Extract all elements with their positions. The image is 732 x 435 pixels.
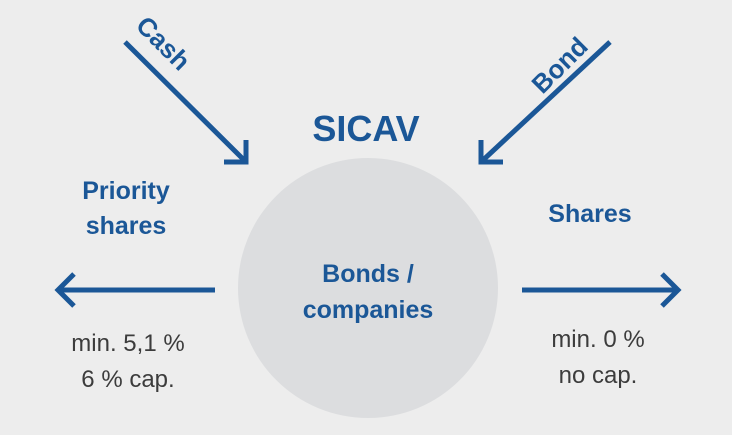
right-note-line-1: min. 0 %: [551, 326, 645, 353]
left-note-line-1: min. 5,1 %: [71, 330, 185, 357]
cash-arrow: [123, 40, 249, 165]
sicav-title: SICAV: [312, 108, 420, 149]
shares-label: Shares: [548, 200, 632, 228]
left-arrow: [54, 272, 215, 308]
center-circle: [238, 158, 498, 418]
right-note-line-2: no cap.: [558, 362, 638, 389]
bond-arrow: [478, 40, 612, 165]
center-label: Bonds / companies: [268, 256, 468, 328]
right-note: min. 0 % no cap.: [518, 322, 678, 394]
center-line-2: companies: [302, 296, 434, 324]
right-arrow: [522, 272, 682, 308]
priority-line-1: Priority: [82, 177, 170, 205]
priority-line-2: shares: [85, 212, 167, 240]
priority-shares-label: Priority shares: [46, 174, 206, 244]
left-note: min. 5,1 % 6 % cap.: [48, 326, 208, 398]
left-note-line-2: 6 % cap.: [81, 366, 175, 393]
center-line-1: Bonds /: [322, 260, 414, 288]
